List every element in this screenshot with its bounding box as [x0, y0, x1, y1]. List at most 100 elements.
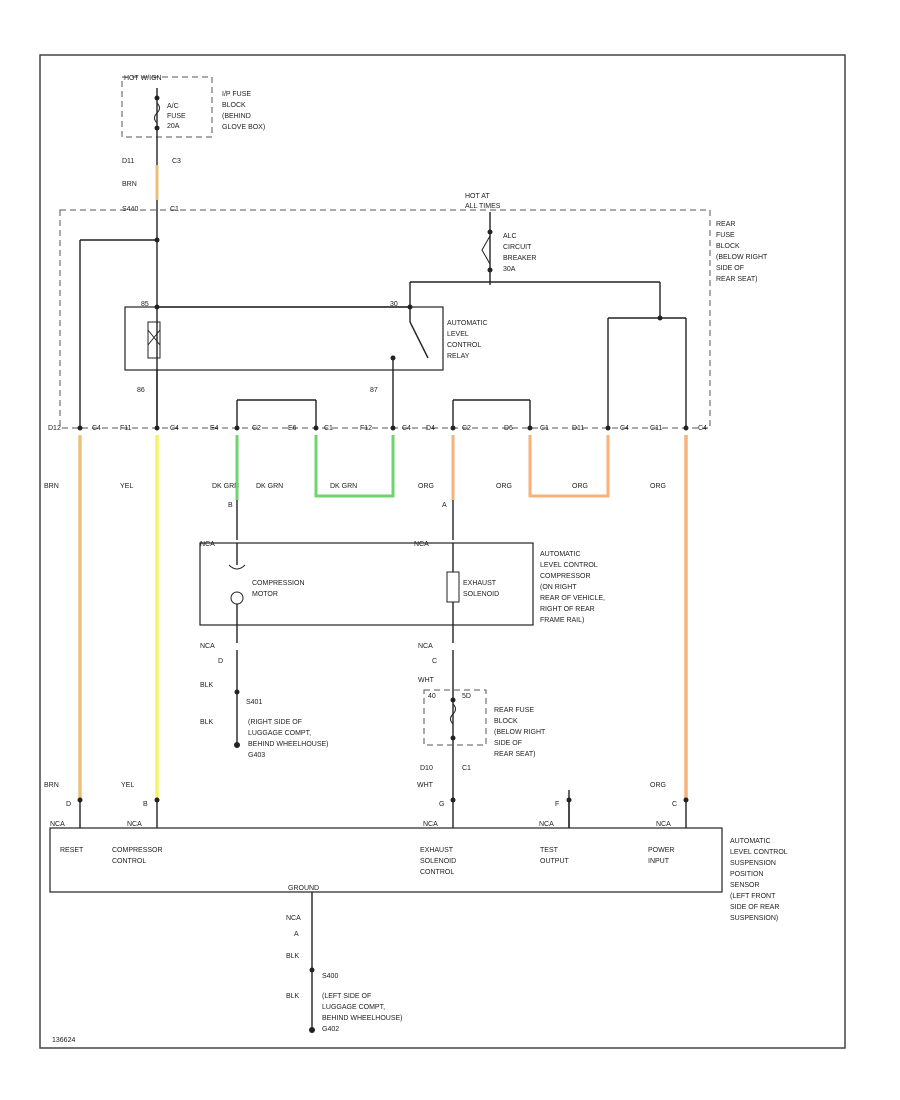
- fuse-icon: [154, 102, 160, 124]
- g402-wire1: BLK: [286, 953, 300, 960]
- comp-pin-b: B: [228, 502, 233, 509]
- wire-color-label: ORG: [572, 483, 588, 490]
- connector-label: C11: [650, 425, 662, 432]
- compressor-box: [199, 542, 534, 626]
- connector-label: F12: [360, 425, 372, 432]
- connector-label: E6: [288, 425, 297, 432]
- footer-code: 136624: [52, 1037, 75, 1044]
- relay-pin-86: 86: [137, 387, 145, 394]
- connector-label: C2: [252, 425, 261, 432]
- rf2-conn-right: C1: [462, 765, 471, 772]
- brn-wire-label-top: BRN: [122, 181, 137, 188]
- wire-color-label: ORG: [650, 483, 666, 490]
- connector-label: C4: [170, 425, 179, 432]
- org-wire-jumper: [528, 435, 610, 498]
- connector-label: F11: [120, 425, 132, 432]
- g403-wire2: BLK: [200, 719, 214, 726]
- sensor-pin-letter: B: [143, 801, 148, 808]
- connector-label: D6: [504, 425, 513, 432]
- suspension-sensor-box: [49, 827, 723, 893]
- rear-fuse-icon: [450, 703, 456, 725]
- connector-pin: [605, 425, 611, 431]
- connector-label: C2: [462, 425, 471, 432]
- connector-pin: [234, 425, 240, 431]
- sensor-pin-letter: D: [66, 801, 71, 808]
- circuit-breaker-icon: [481, 235, 491, 265]
- wire-color-label: ORG: [496, 483, 512, 490]
- sensor-nca-label: NCA: [127, 821, 142, 828]
- connector-pin: [450, 425, 456, 431]
- sensor-wire-label: BRN: [44, 782, 59, 789]
- sensor-pin-letter: C: [672, 801, 677, 808]
- connector-pin: [313, 425, 319, 431]
- relay-pin-85: 85: [141, 301, 149, 308]
- sensor-nca-label: NCA: [50, 821, 65, 828]
- relay-coil-icon: [147, 321, 161, 359]
- wire-color-label: DK GRN: [330, 483, 357, 490]
- connector-label: C4: [620, 425, 629, 432]
- comp-pin-d: D: [218, 658, 223, 665]
- sensor-function-text: RESET: [60, 847, 84, 854]
- diagram-frame: [39, 54, 846, 1049]
- rear-fuse-block-outline: [59, 209, 711, 429]
- connector-label: C1: [540, 425, 549, 432]
- connector-pin: [77, 425, 83, 431]
- wire-color-label: YEL: [120, 483, 133, 490]
- comp-nca-left: NCA: [200, 541, 215, 548]
- relay-pin-30: 30: [390, 301, 398, 308]
- conn-c3-top: C3: [172, 158, 181, 165]
- g402-splice: S400: [322, 973, 338, 980]
- comp-pin-a: A: [442, 502, 447, 509]
- sensor-wire-label: YEL: [121, 782, 134, 789]
- comp-bottom-nca-left: NCA: [200, 643, 215, 650]
- conn-d11-top: D11: [122, 158, 134, 165]
- g403-wire1: BLK: [200, 682, 214, 689]
- comp-nca-right: NCA: [414, 541, 429, 548]
- sensor-nca-label: NCA: [539, 821, 554, 828]
- relay-switch-icon: [409, 321, 429, 359]
- sensor-wire-label: ORG: [650, 782, 666, 789]
- g402-wire2: BLK: [286, 993, 300, 1000]
- relay-pin-87: 87: [370, 387, 378, 394]
- grn-wire-jumper: [314, 435, 395, 498]
- wire-color-label: DK GRN: [212, 483, 239, 490]
- comp-pin-c: C: [432, 658, 437, 665]
- motor-icon: [230, 591, 244, 605]
- wire-color-label: ORG: [418, 483, 434, 490]
- wire-color-label: DK GRN: [256, 483, 283, 490]
- connector-pin: [683, 425, 689, 431]
- sensor-nca-label: NCA: [423, 821, 438, 828]
- rf2-conn-left: D10: [420, 765, 433, 772]
- connector-label: D4: [426, 425, 435, 432]
- g402-nca: NCA: [286, 915, 301, 922]
- sensor-wire-label: WHT: [417, 782, 434, 789]
